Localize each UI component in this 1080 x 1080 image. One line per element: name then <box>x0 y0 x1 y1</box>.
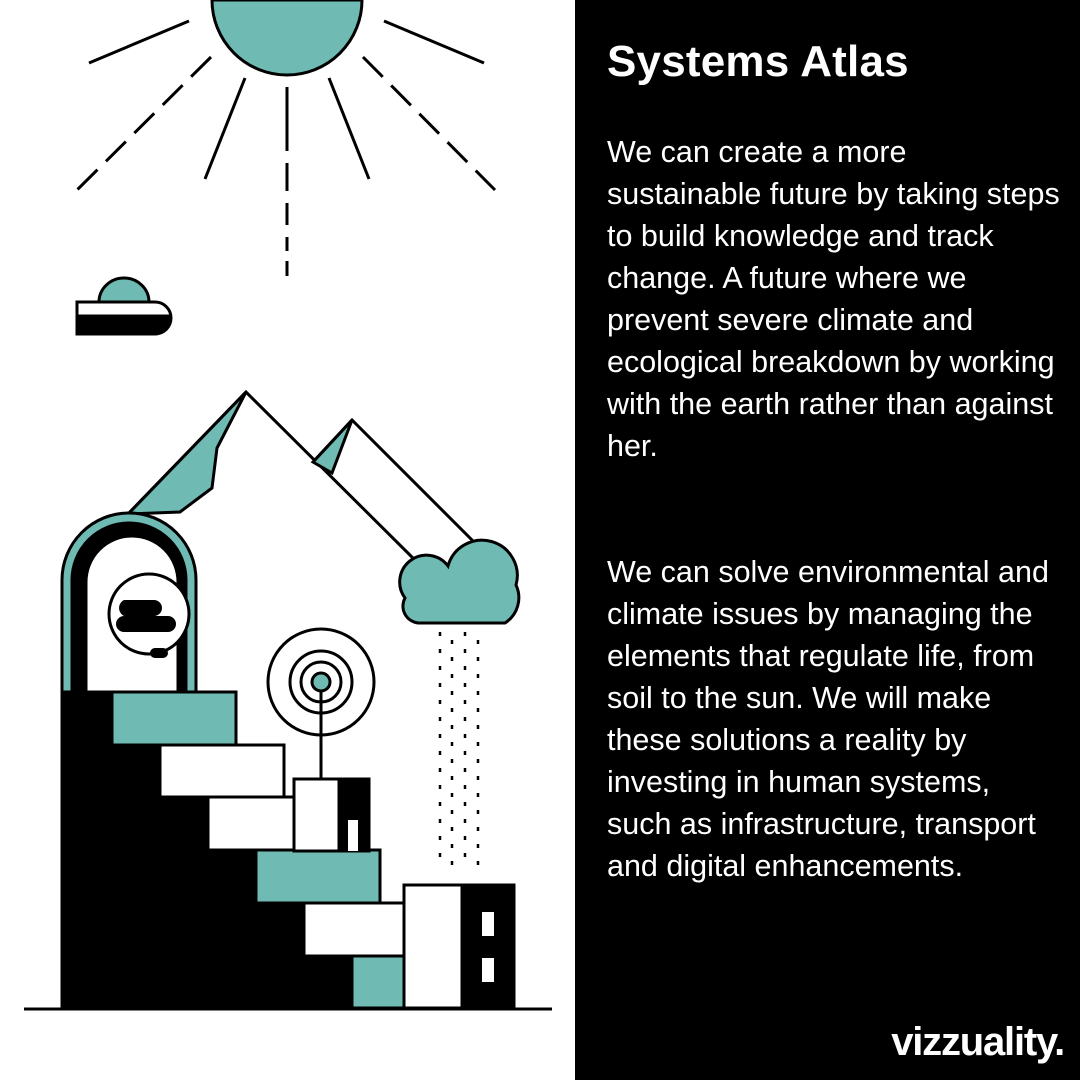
sun-icon <box>75 0 497 276</box>
brand-logo: vizzuality. <box>891 1020 1065 1064</box>
mountain-icon <box>124 389 482 577</box>
sun-rays-icon <box>75 19 497 276</box>
arch-icon <box>60 511 198 694</box>
rain-cloud-icon <box>398 538 521 868</box>
cloud-icon <box>75 276 173 336</box>
body-paragraph: We can solve environmental and climate i… <box>607 555 1049 883</box>
illustration <box>24 0 552 1011</box>
building-icon <box>402 883 516 1010</box>
signal-tower-icon <box>266 627 376 853</box>
text-panel: Systems Atlas We can create a more susta… <box>575 0 1080 1080</box>
page-title: Systems Atlas <box>607 37 909 86</box>
intro-paragraph: We can create a more sustainable future … <box>607 135 1060 463</box>
rain-drops-icon <box>438 632 480 868</box>
